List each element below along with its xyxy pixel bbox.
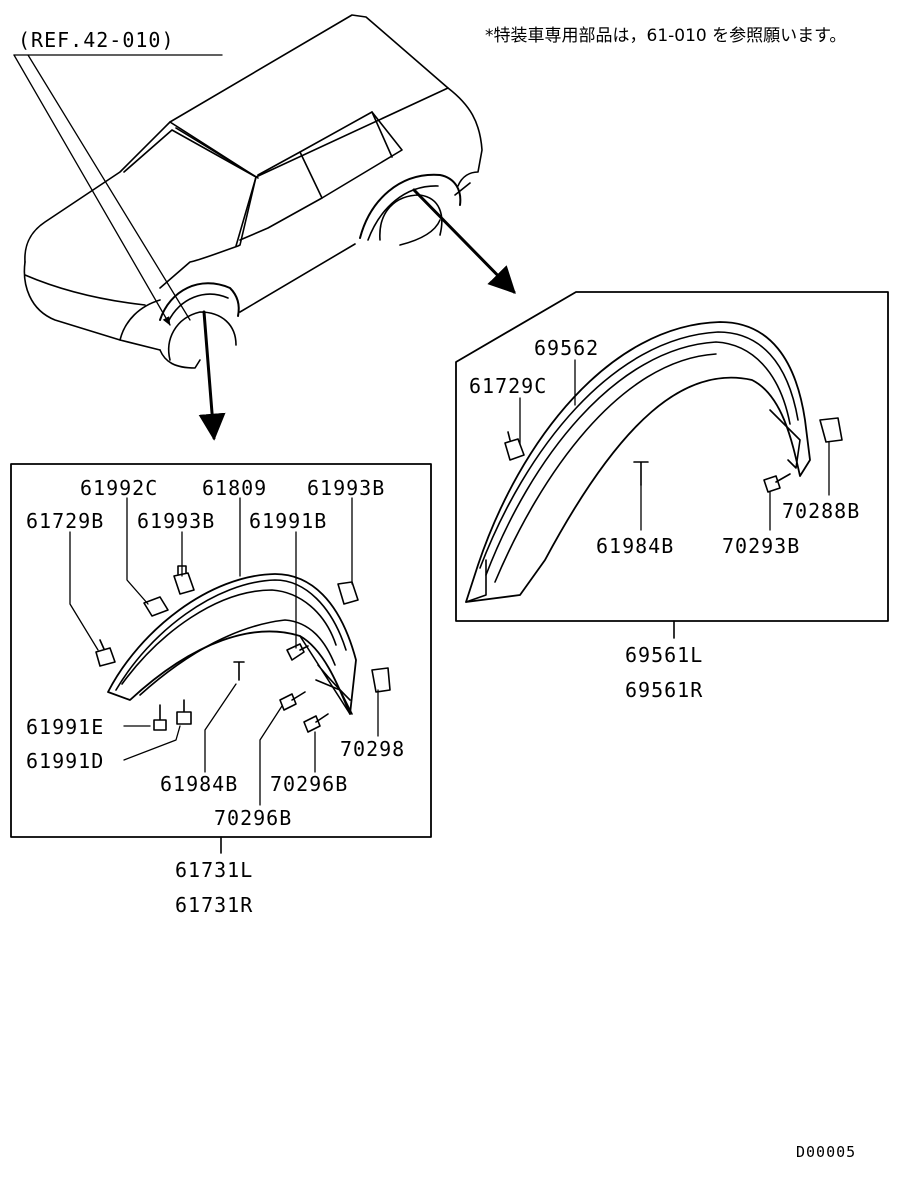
clip-icon	[173, 565, 195, 595]
assembly-label-61731R[interactable]: 61731R	[175, 893, 254, 917]
screw-icon	[763, 473, 791, 493]
clip-icon	[337, 581, 359, 605]
assembly-label-69561R[interactable]: 69561R	[625, 678, 704, 702]
part-label-70288B[interactable]: 70288B	[782, 499, 861, 523]
clip-icon	[95, 639, 116, 667]
screw-icon	[279, 691, 306, 711]
part-label-61991E[interactable]: 61991E	[26, 715, 105, 739]
part-label-70293B[interactable]: 70293B	[722, 534, 801, 558]
clip-icon	[143, 596, 169, 617]
part-label-61993B-mid[interactable]: 61993B	[137, 509, 216, 533]
part-label-69562[interactable]: 69562	[534, 336, 600, 360]
part-label-61993B-top[interactable]: 61993B	[307, 476, 386, 500]
vehicle-outline	[23, 14, 483, 369]
assembly-label-69561L[interactable]: 69561L	[625, 643, 704, 667]
part-label-61809[interactable]: 61809	[202, 476, 268, 500]
clip-icon	[371, 667, 391, 693]
diagram-code: D00005	[796, 1143, 857, 1161]
clip-icon	[819, 417, 843, 443]
part-label-61729C[interactable]: 61729C	[469, 374, 548, 398]
part-label-61729B[interactable]: 61729B	[26, 509, 105, 533]
part-label-70296B-a[interactable]: 70296B	[270, 772, 349, 796]
screw-icon	[153, 704, 167, 731]
screw-icon	[303, 713, 329, 733]
part-label-61991D[interactable]: 61991D	[26, 749, 105, 773]
part-label-61991B[interactable]: 61991B	[249, 509, 328, 533]
part-label-61984B[interactable]: 61984B	[160, 772, 239, 796]
ref-label[interactable]: (REF.42-010)	[18, 28, 175, 52]
part-label-61984B-rear[interactable]: 61984B	[596, 534, 675, 558]
rear-fender-flare	[465, 321, 811, 603]
part-label-70298[interactable]: 70298	[340, 737, 406, 761]
rivet-icon	[633, 461, 649, 486]
screw-icon	[286, 643, 309, 661]
part-label-61992C[interactable]: 61992C	[80, 476, 159, 500]
special-parts-note: *特装車専用部品は，61-010 を参照願います。	[485, 26, 847, 46]
nut-icon	[176, 699, 192, 725]
part-label-70296B-b[interactable]: 70296B	[214, 806, 293, 830]
front-fender-flare	[107, 573, 357, 715]
rear-group-frame	[455, 291, 889, 622]
rivet-icon	[233, 661, 245, 681]
assembly-label-61731L[interactable]: 61731L	[175, 858, 254, 882]
clip-icon	[504, 431, 525, 461]
